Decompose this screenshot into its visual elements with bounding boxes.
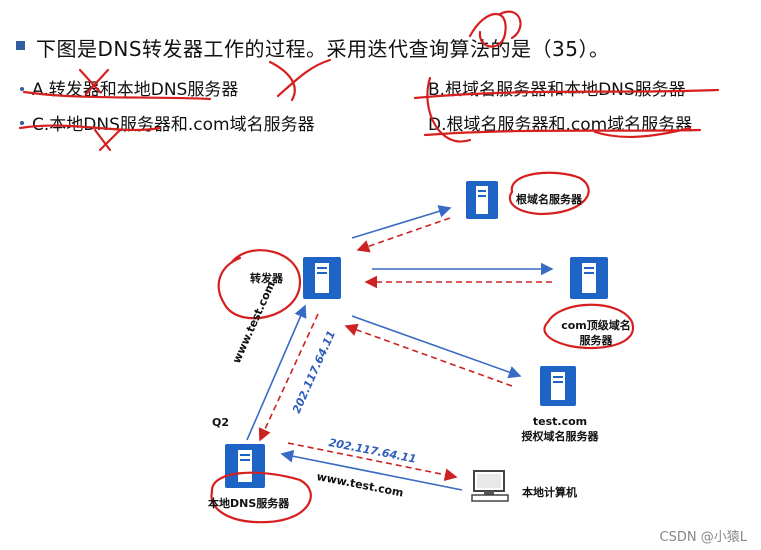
- annotation-mark: [426, 76, 472, 143]
- annotation-mark: [498, 10, 522, 40]
- annotation-mark: [508, 171, 590, 216]
- test-com-server-icon: [540, 366, 576, 406]
- local-dns-label: 本地DNS服务器: [208, 497, 290, 510]
- query-arrow-forwarder: [246, 304, 307, 441]
- root-server-label: 根域名服务器: [516, 193, 582, 206]
- forwarder-label: 转发器: [250, 272, 283, 285]
- query-arrow-test: [351, 315, 522, 379]
- answer-arrow-pc: [287, 442, 458, 482]
- answer-arrow-forwarder: [258, 313, 319, 442]
- annotation-mark: [18, 124, 162, 131]
- annotation-mark: [468, 12, 507, 48]
- com-server-label-line2: 服务器: [579, 334, 613, 347]
- local-dns-server-icon: [225, 444, 265, 488]
- annotation-mark: [413, 88, 720, 100]
- watermark: CSDN @小猿L: [659, 530, 747, 545]
- annotation-mark: [217, 249, 302, 320]
- test-com-server-label: test.com 授权域名服务器: [512, 414, 608, 444]
- forwarder-server-icon: [303, 257, 341, 299]
- option-a: A.转发器和本地DNS服务器: [32, 80, 239, 100]
- option-c: C.本地DNS服务器和.com域名服务器: [32, 115, 315, 135]
- query-arrow-pc: [280, 449, 463, 491]
- test-com-server-label-line1: test.com: [532, 415, 588, 428]
- answer-arrow-root: [356, 217, 451, 253]
- annotation-mark: [210, 471, 312, 524]
- option-b: B.根域名服务器和本地DNS服务器: [428, 80, 686, 100]
- local-computer-label: 本地计算机: [522, 486, 577, 499]
- annotation-mark: [78, 68, 110, 96]
- option-bullet: [20, 121, 24, 125]
- question-bullet: [16, 41, 25, 50]
- com-server-label-line1: com顶级域名: [561, 319, 631, 332]
- annotation-mark: [22, 90, 212, 101]
- handwritten-annotations: [18, 10, 720, 524]
- test-com-server-label-line2: 授权域名服务器: [521, 430, 599, 443]
- annotation-mark: [93, 128, 122, 152]
- q2-label: Q2: [212, 416, 230, 429]
- com-server-label: com顶级域名 服务器: [556, 318, 636, 348]
- option-bullet: [20, 87, 24, 91]
- question-text: 下图是DNS转发器工作的过程。采用迭代查询算法的是（35）。: [36, 37, 610, 61]
- annotation-mark: [268, 58, 332, 102]
- annotation-mark: [593, 126, 692, 139]
- computer-icon: [471, 470, 509, 502]
- annotation-mark: [423, 128, 702, 137]
- com-server-icon: [570, 257, 608, 299]
- query-arrow-root: [351, 205, 452, 239]
- annotation-mark: [543, 303, 635, 350]
- answer-arrow-test: [344, 323, 513, 387]
- root-server-icon: [466, 181, 498, 219]
